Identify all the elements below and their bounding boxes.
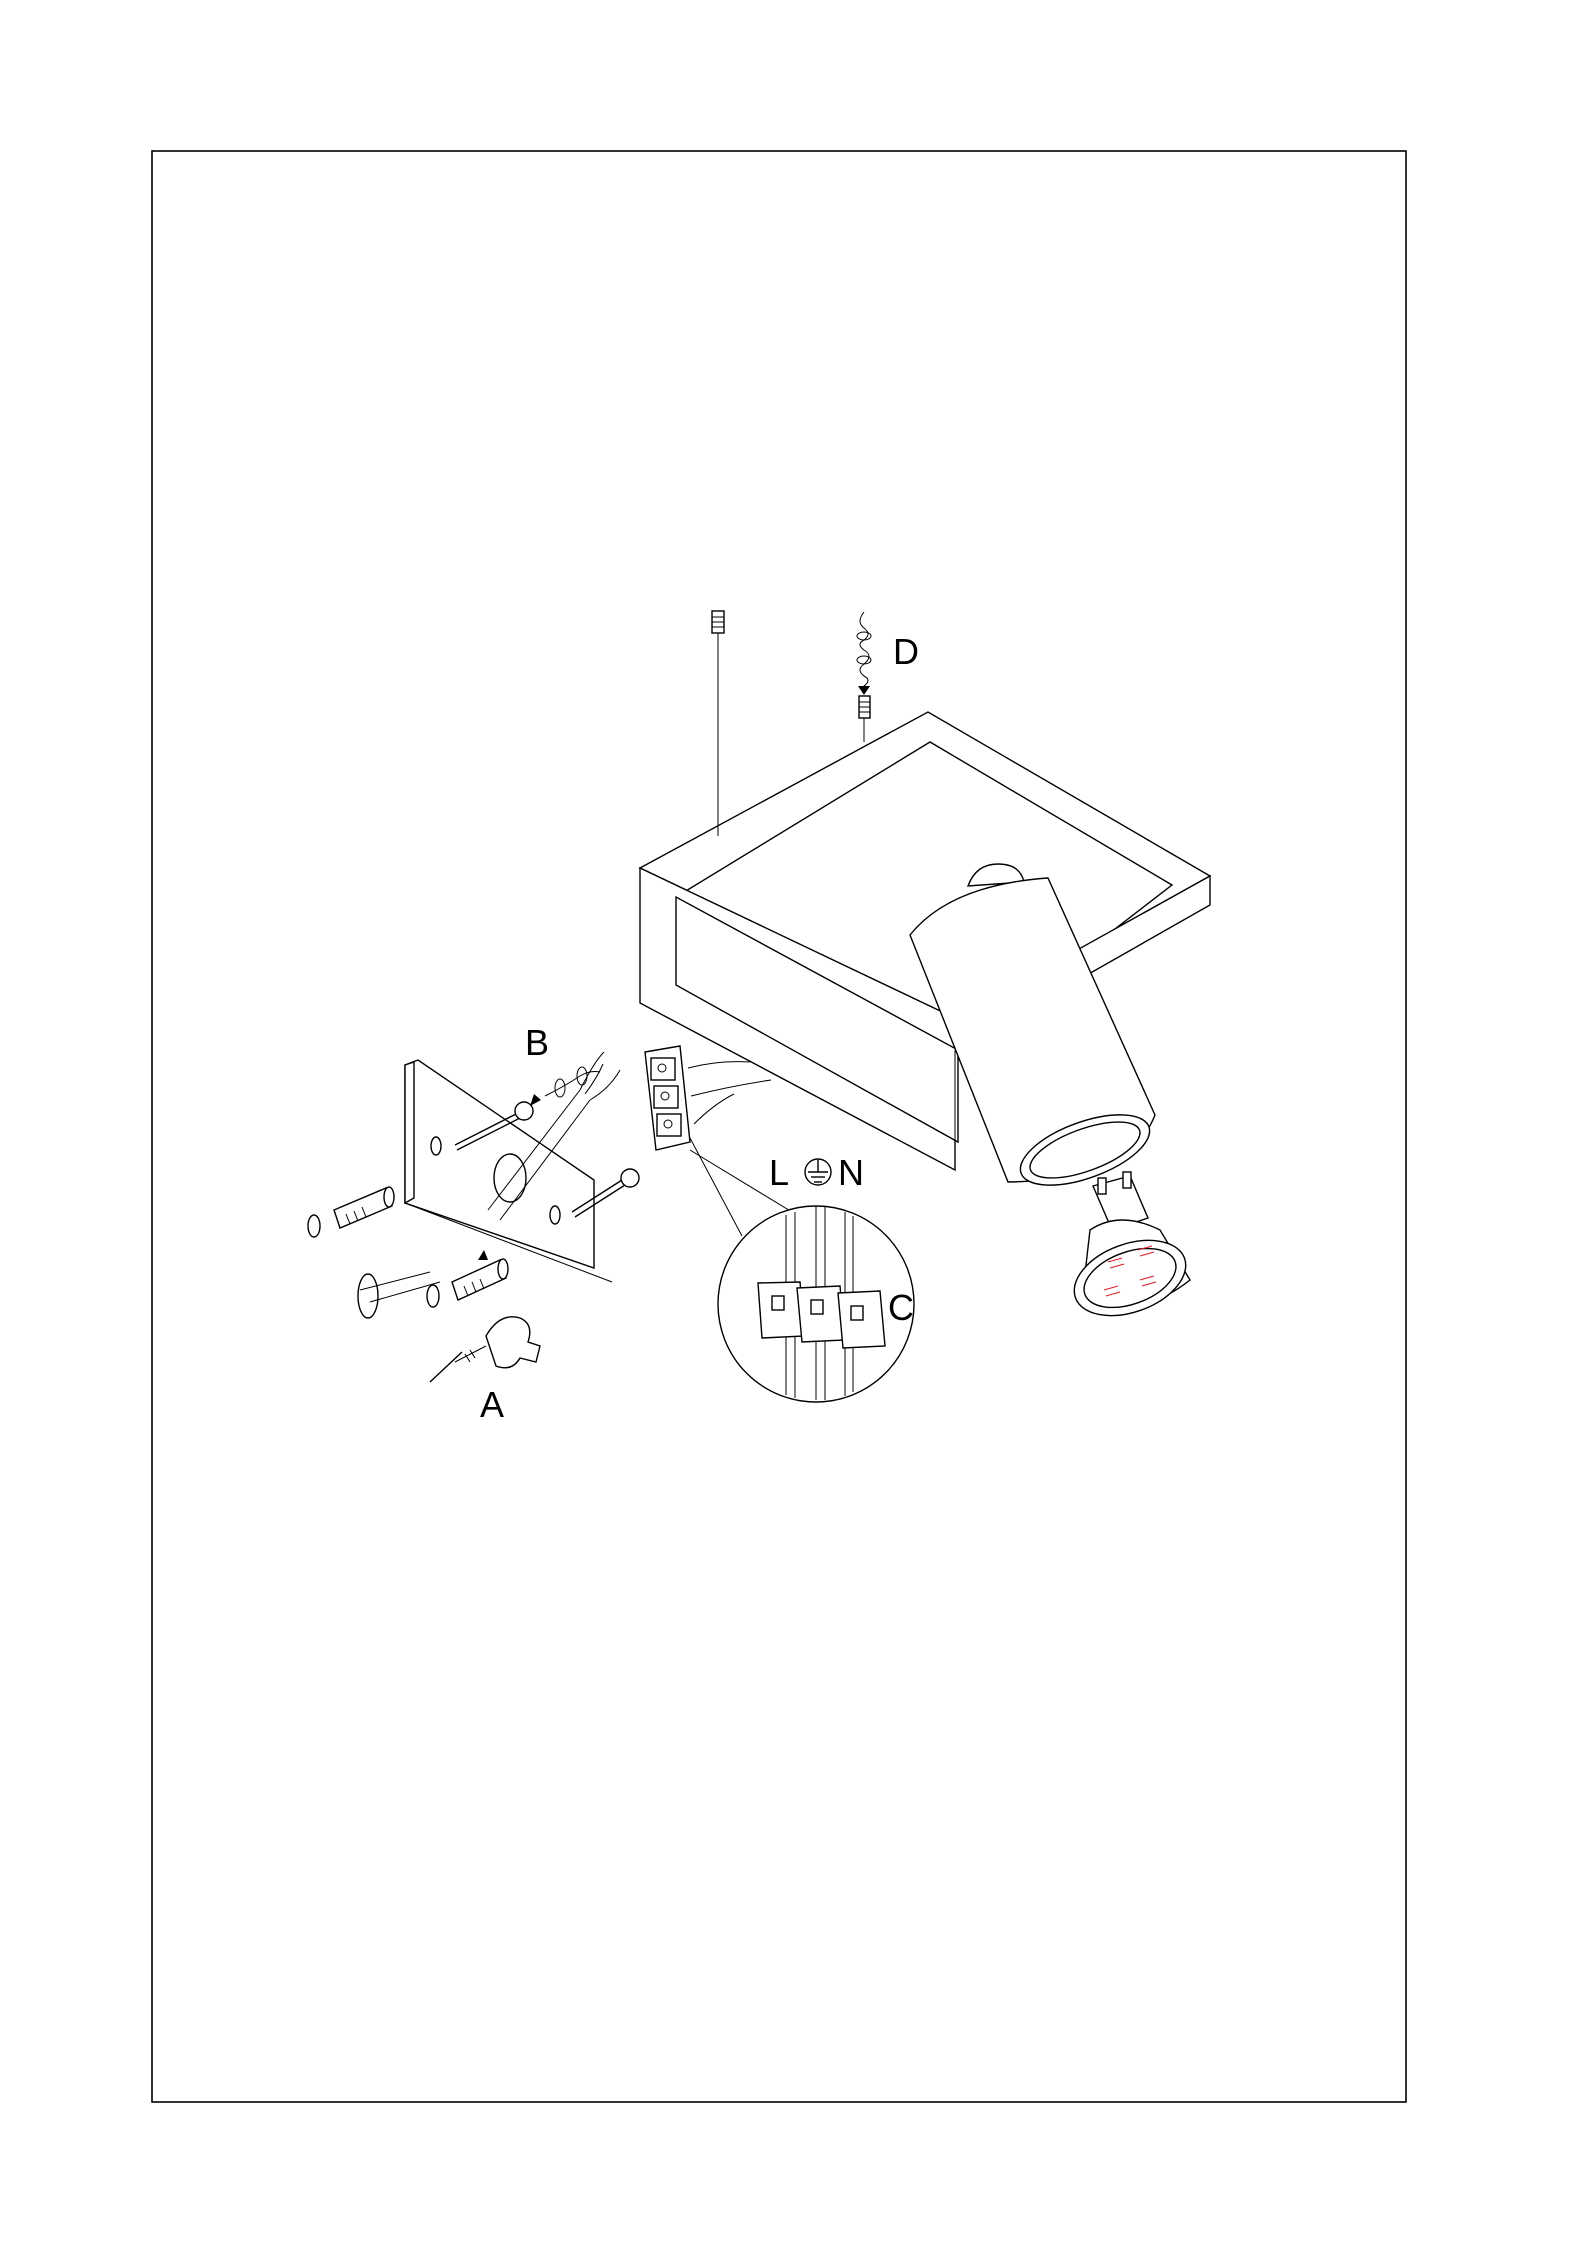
label-neutral: N xyxy=(838,1152,864,1193)
earth-ground-icon xyxy=(805,1159,831,1185)
gu10-bulb xyxy=(1064,1172,1196,1330)
page-border xyxy=(152,151,1406,2102)
label-b: B xyxy=(525,1022,549,1063)
mounting-screw-left xyxy=(712,611,724,836)
wiring-label: L N xyxy=(769,1152,864,1193)
label-d: D xyxy=(893,631,919,672)
drill-icon xyxy=(430,1317,540,1382)
mounting-plate xyxy=(405,1060,612,1282)
label-c: C xyxy=(888,1287,914,1328)
wall-plug-upper xyxy=(308,1187,394,1237)
wall-plug-lower xyxy=(427,1250,508,1307)
screw-d xyxy=(857,612,871,742)
label-live: L xyxy=(769,1152,789,1193)
label-a: A xyxy=(480,1384,504,1425)
detail-c-magnifier xyxy=(718,1206,914,1402)
